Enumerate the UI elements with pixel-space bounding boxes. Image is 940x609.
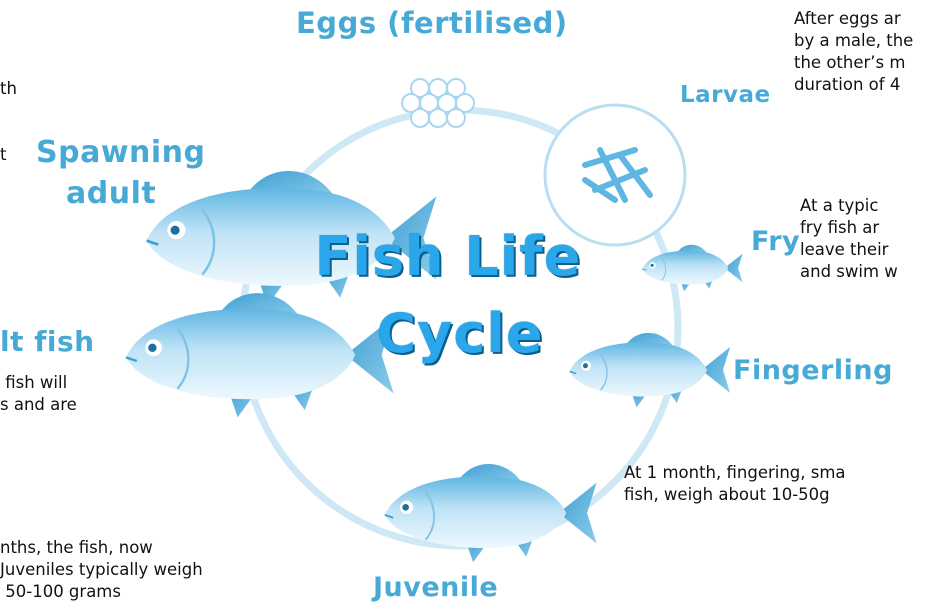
adult-note: fish will s and are — [0, 372, 77, 416]
diagram-title-line2: Cycle — [340, 302, 580, 365]
larvae-label: Larvae — [680, 82, 771, 108]
spawning-adult-label-line2: adult — [66, 176, 156, 211]
fingerling-fish — [570, 333, 731, 408]
eggs-note: After eggs ar by a male, the the other’s… — [794, 8, 913, 96]
diagram-title-line1: Fish Life — [308, 225, 588, 288]
juvenile-fish — [385, 464, 597, 562]
spawning-adult-label-line1: Spawning — [36, 135, 206, 170]
fry-note: At a typic fry fish ar leave their and s… — [800, 195, 898, 283]
fry-fish — [642, 245, 742, 292]
fingerling-note: At 1 month, fingering, sma fish, weigh a… — [624, 462, 846, 506]
juvenile-label: Juvenile — [373, 572, 498, 603]
fry-label: Fry — [751, 226, 800, 257]
eggs-label: Eggs (fertilised) — [296, 6, 568, 40]
fingerling-label: Fingerling — [733, 355, 893, 386]
spawning-note: th t — [0, 78, 17, 166]
adult-fish-label: lt fish — [0, 325, 95, 358]
juvenile-note: nths, the fish, now Juveniles typically … — [0, 537, 203, 603]
larvae-illustration — [545, 105, 685, 245]
eggs-illustration — [402, 79, 474, 127]
